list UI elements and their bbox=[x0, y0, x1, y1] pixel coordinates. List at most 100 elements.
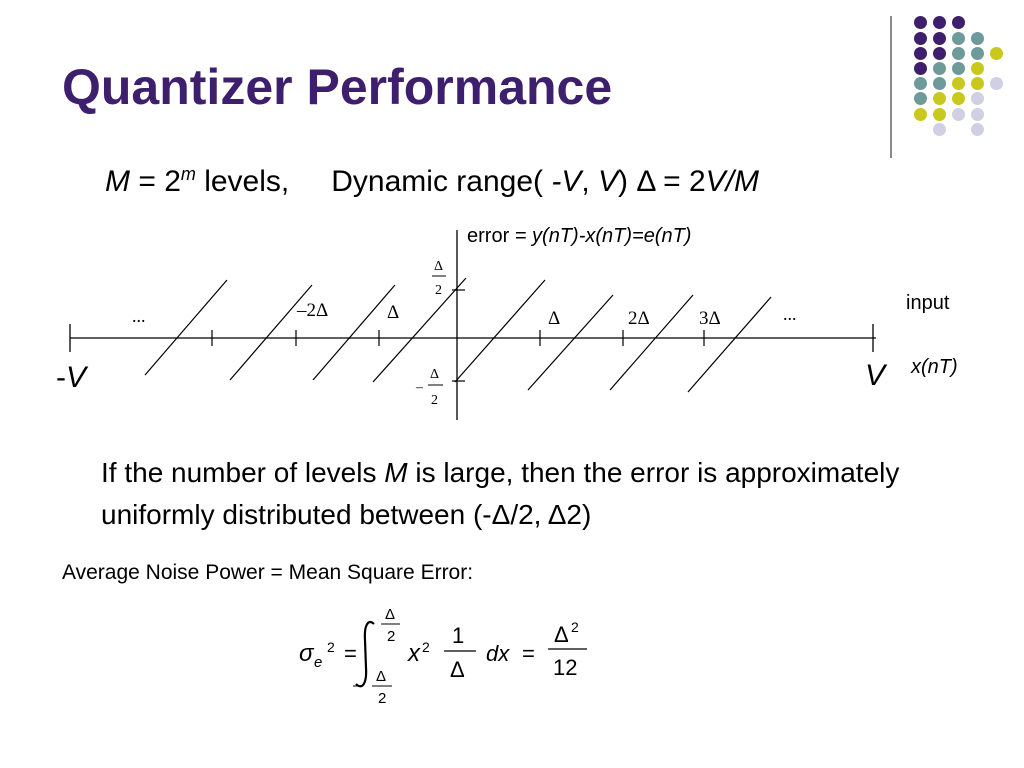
result-num-exponent: 2 bbox=[571, 619, 579, 635]
neg-v-value: -V bbox=[543, 165, 582, 198]
levels-definition: M = 2m levels, Dynamic range( -V, V) Δ = … bbox=[105, 165, 759, 199]
lower-limit-den: 2 bbox=[378, 690, 386, 707]
tick-label-minus-delta: Δ bbox=[387, 302, 399, 323]
one-over-delta-num: 1 bbox=[452, 623, 464, 648]
result-equals: = bbox=[522, 641, 535, 666]
dot bbox=[952, 47, 965, 60]
m-exponent: m bbox=[180, 164, 196, 185]
dot bbox=[914, 32, 927, 45]
x-variable: x bbox=[407, 640, 421, 667]
result-den: 12 bbox=[553, 655, 577, 680]
error-ramp bbox=[687, 296, 772, 393]
sigma-exponent: 2 bbox=[327, 639, 335, 655]
dot bbox=[914, 92, 927, 105]
paragraph-text-end: is large, then the error is approximatel… bbox=[101, 457, 900, 530]
sigma-symbol: σ bbox=[299, 640, 315, 667]
dot bbox=[971, 62, 984, 75]
error-label: error = y(nT)-x(nT)=e(nT) bbox=[467, 225, 691, 248]
dot bbox=[971, 47, 984, 60]
x-nt-label: x(nT) bbox=[911, 356, 958, 378]
uniform-distribution-statement: If the number of levels M is large, then… bbox=[101, 452, 961, 536]
equals-sign: = bbox=[344, 641, 357, 666]
dot bbox=[952, 108, 965, 121]
ellipsis-right: ... bbox=[783, 304, 797, 324]
v-value: V bbox=[589, 165, 619, 198]
tick-label-2delta: 2Δ bbox=[628, 308, 650, 329]
tick-label-minus-2delta: –2Δ bbox=[296, 300, 328, 321]
m-variable: M bbox=[384, 457, 408, 488]
dot bbox=[971, 108, 984, 121]
dot bbox=[914, 16, 927, 29]
half-delta-top-num: Δ bbox=[434, 259, 443, 274]
dot bbox=[933, 47, 946, 60]
dot bbox=[952, 92, 965, 105]
upper-limit-num: Δ bbox=[385, 606, 395, 623]
error-ramp bbox=[527, 294, 614, 391]
dot bbox=[952, 77, 965, 90]
half-delta-bottom-minus: – bbox=[415, 380, 424, 395]
neg-v-label: -V bbox=[56, 361, 86, 395]
x-exponent: 2 bbox=[422, 639, 430, 655]
dot bbox=[914, 62, 927, 75]
dot bbox=[971, 92, 984, 105]
upper-limit-den: 2 bbox=[387, 628, 395, 645]
dot bbox=[933, 92, 946, 105]
dot bbox=[933, 16, 946, 29]
dot bbox=[933, 108, 946, 121]
dot bbox=[971, 123, 984, 136]
close-paren: ) bbox=[618, 165, 629, 198]
lower-limit-minus: – bbox=[353, 677, 362, 694]
dot bbox=[971, 77, 984, 90]
dot bbox=[933, 77, 946, 90]
dot bbox=[971, 32, 984, 45]
dot bbox=[952, 16, 965, 29]
dot bbox=[933, 62, 946, 75]
error-ramp bbox=[454, 279, 546, 383]
error-word: error bbox=[467, 225, 510, 247]
v-letter: V bbox=[66, 361, 87, 394]
levels-word: levels, bbox=[195, 165, 290, 198]
error-expression: = y(nT)-x(nT)=e(nT) bbox=[509, 225, 692, 247]
sigma-subscript-e: e bbox=[314, 654, 322, 671]
m-variable: M bbox=[105, 165, 130, 198]
error-ramp bbox=[312, 284, 396, 381]
average-noise-power-label: Average Noise Power = Mean Square Error: bbox=[62, 561, 474, 584]
dot bbox=[990, 77, 1003, 90]
paragraph-text-start: If the number of levels bbox=[101, 457, 385, 488]
dot bbox=[914, 108, 927, 121]
dot bbox=[990, 47, 1003, 60]
error-ramp bbox=[609, 294, 694, 391]
integral-sign bbox=[355, 620, 375, 688]
tick-label-3delta: 3Δ bbox=[699, 308, 721, 329]
half-delta-bottom-den: 2 bbox=[431, 393, 438, 408]
error-ramp bbox=[229, 284, 313, 381]
half-delta-top-den: 2 bbox=[435, 283, 442, 298]
divider-line bbox=[890, 16, 892, 158]
comma: , bbox=[581, 165, 590, 198]
dot bbox=[914, 77, 927, 90]
equals-two: = 2 bbox=[130, 165, 181, 198]
dot bbox=[952, 32, 965, 45]
lower-limit-num: Δ bbox=[376, 668, 386, 685]
slide-title: Quantizer Performance bbox=[62, 59, 613, 115]
error-ramp bbox=[372, 277, 467, 383]
dot bbox=[933, 123, 946, 136]
input-label: input bbox=[906, 292, 950, 314]
dynamic-range-label: Dynamic range( bbox=[331, 165, 543, 198]
pos-v-label: V bbox=[865, 359, 886, 392]
minus-sign: - bbox=[56, 361, 66, 394]
one-over-delta-den: Δ bbox=[450, 657, 465, 682]
result-num-delta: Δ bbox=[554, 622, 569, 647]
tick-label-delta: Δ bbox=[548, 308, 560, 329]
ellipsis-left: ... bbox=[132, 306, 146, 326]
half-delta-bottom-num: Δ bbox=[430, 367, 439, 382]
error-ramp bbox=[144, 279, 228, 376]
delta-equals: Δ = 2 bbox=[628, 165, 706, 198]
dx-term: dx bbox=[486, 641, 510, 666]
v-over-m: V/M bbox=[705, 165, 759, 198]
dot bbox=[952, 62, 965, 75]
dot bbox=[933, 32, 946, 45]
dot bbox=[914, 47, 927, 60]
